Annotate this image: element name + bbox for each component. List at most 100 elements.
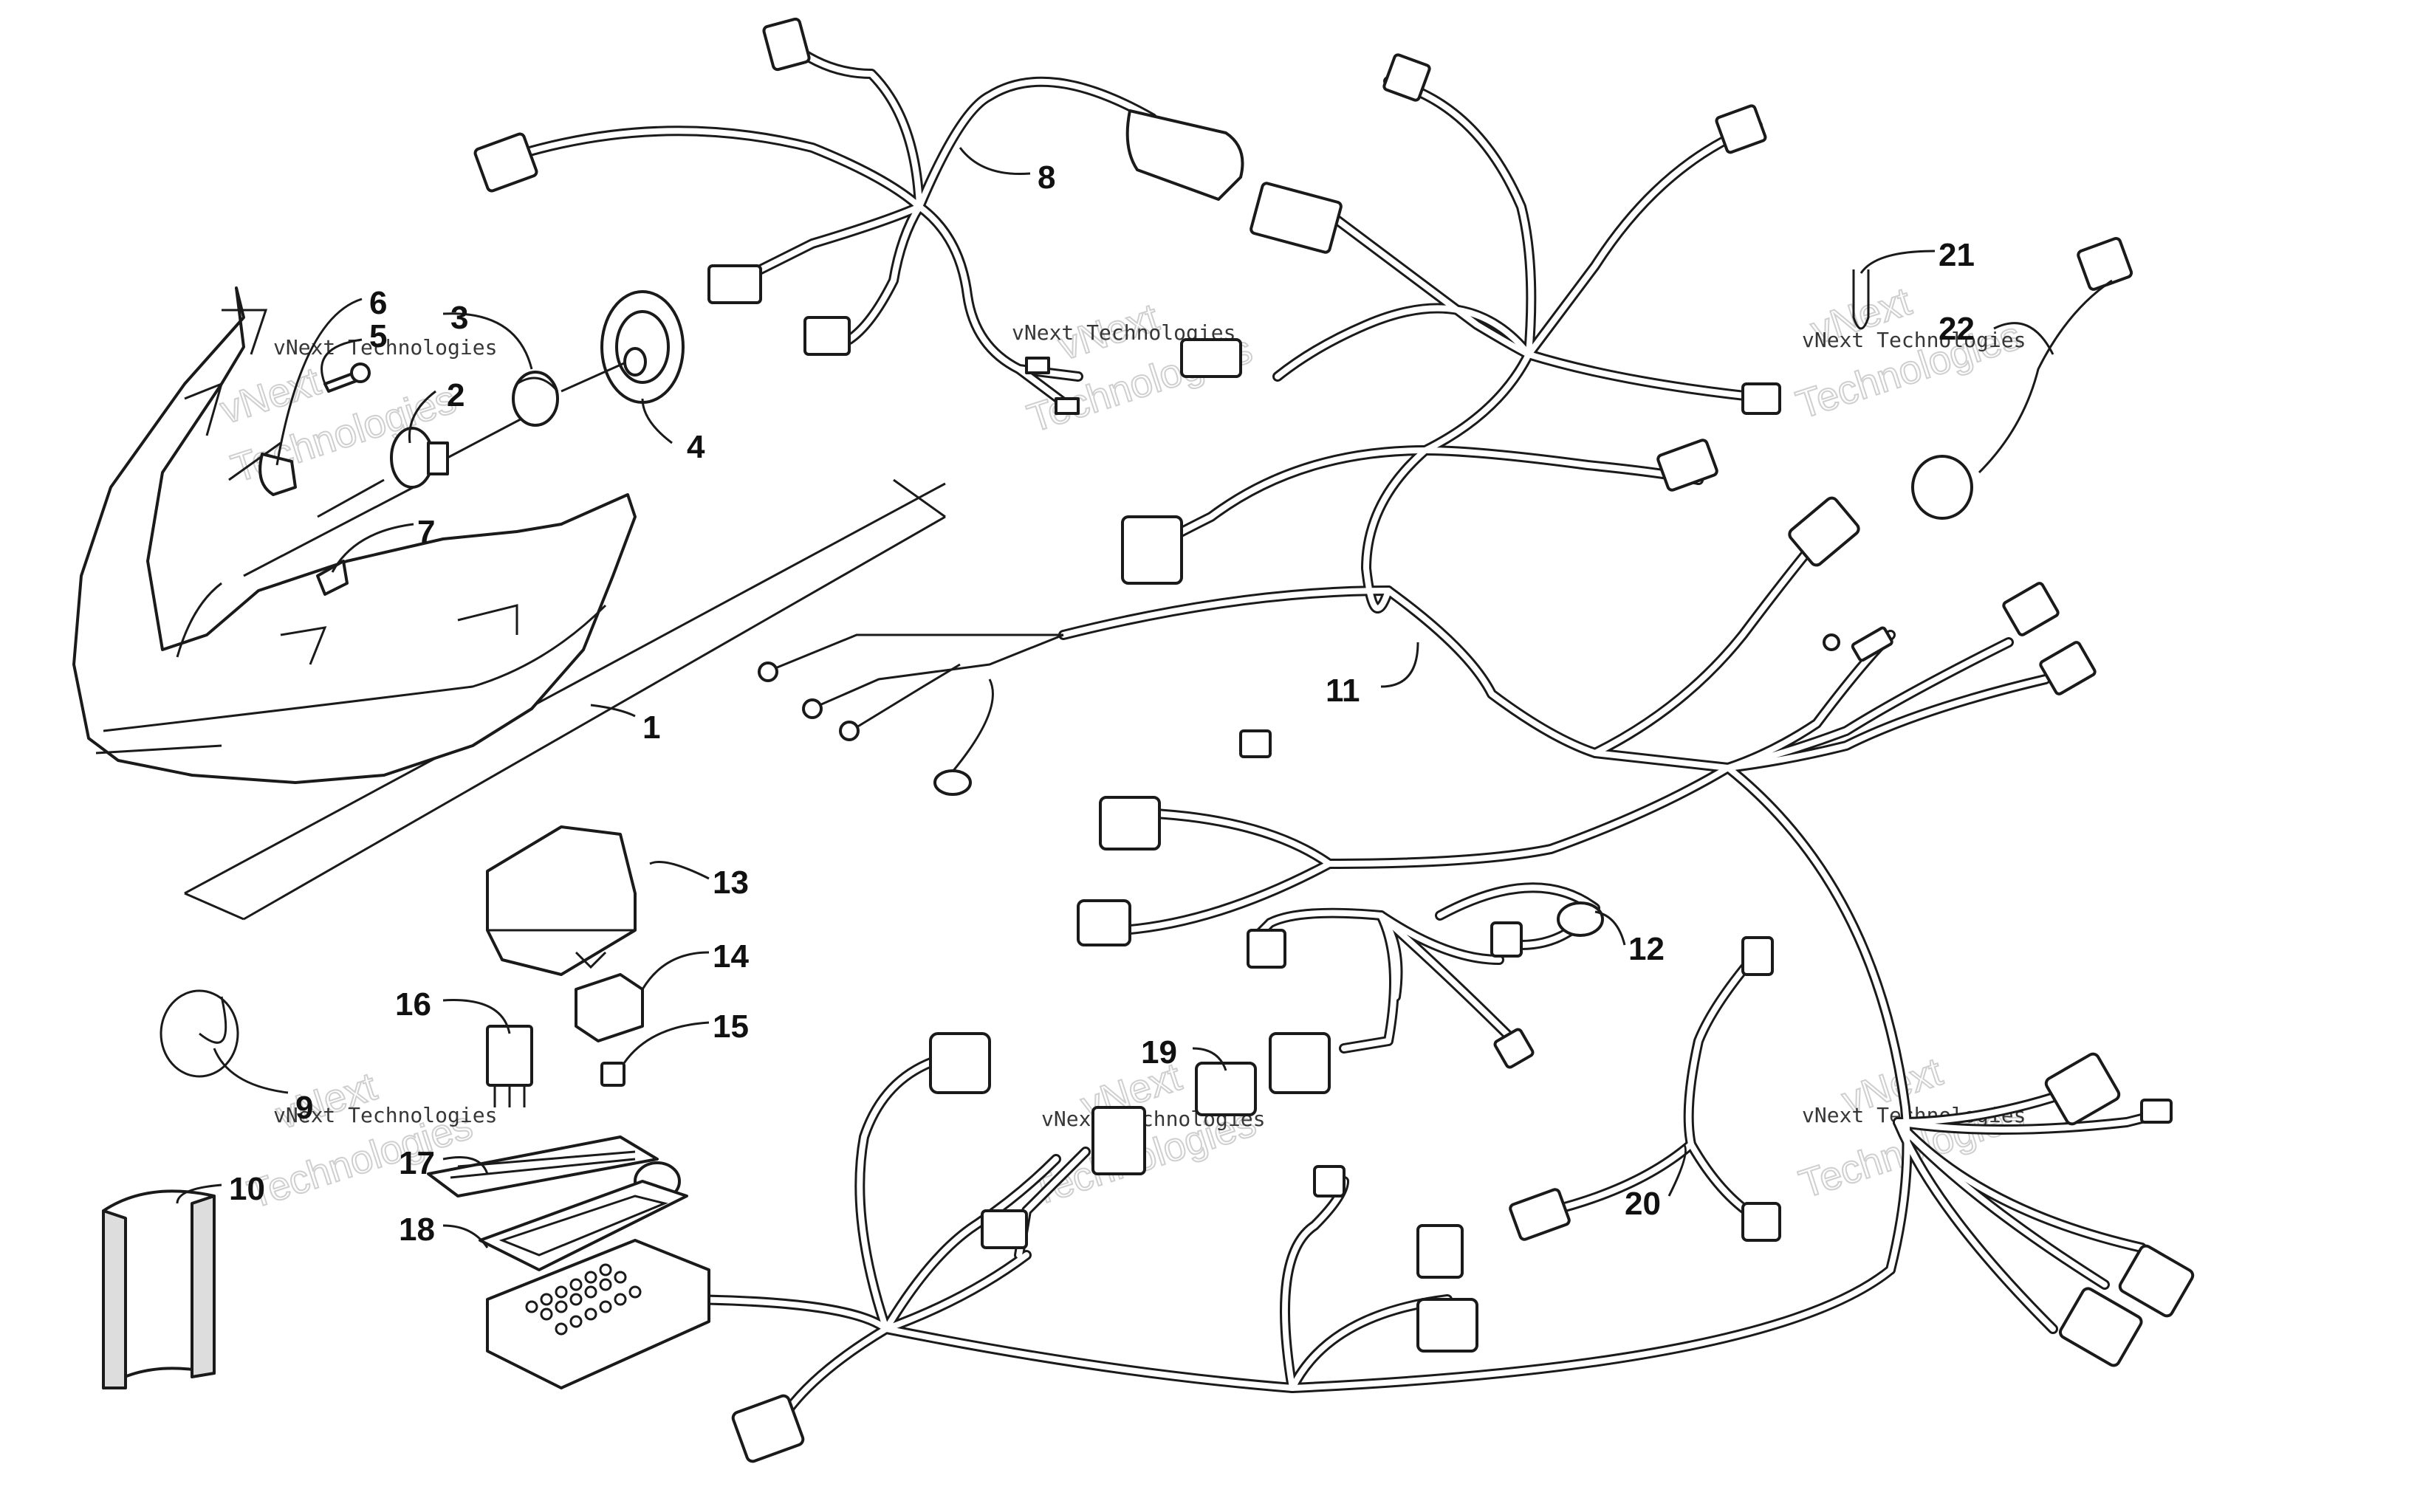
watermark-text: vNext Technologies	[1802, 328, 2026, 352]
connector	[1239, 729, 1272, 758]
wire-segment-core	[1725, 765, 1910, 1273]
part-5-screw	[323, 362, 371, 393]
callout-14: 14	[713, 938, 749, 975]
callout-12: 12	[1628, 931, 1665, 967]
part-2-bulb	[317, 412, 532, 518]
headlight-bracket	[184, 382, 224, 436]
connector	[2044, 1052, 2121, 1126]
callout-21: 21	[1939, 237, 1975, 273]
part-9-cable-strap	[160, 989, 239, 1078]
connector-multi	[929, 1032, 991, 1094]
leaders	[176, 147, 2054, 1248]
callout-20: 20	[1625, 1186, 1661, 1222]
ring-wire	[819, 633, 1064, 707]
wire-segment	[1287, 1265, 1896, 1393]
ring-terminal	[1823, 633, 1840, 651]
connector	[707, 264, 762, 304]
headlight-axis-line	[243, 486, 414, 577]
wire-segment-core	[1326, 765, 1731, 867]
wire-segment-core	[1895, 1119, 2056, 1332]
callout-10: 10	[229, 1171, 265, 1207]
connector	[1741, 382, 1781, 415]
ring-wire	[856, 663, 961, 729]
wire-segment-core	[514, 128, 922, 210]
wire-segment-core	[1267, 910, 1384, 926]
connector	[1416, 1224, 1464, 1279]
connector	[731, 1394, 805, 1463]
part-16-micro-relay	[486, 1025, 533, 1107]
connector-small	[2140, 1099, 2173, 1124]
callout-16: 16	[395, 986, 431, 1023]
callout-4: 4	[687, 429, 705, 465]
wire-segment	[1590, 526, 1829, 758]
connector-part-12	[1557, 901, 1604, 937]
ring-terminal	[839, 721, 860, 741]
callout-7: 7	[417, 514, 435, 550]
wire-segment	[1058, 585, 1394, 640]
callout-22: 22	[1939, 311, 1975, 347]
wire-segment-core	[846, 204, 922, 343]
callout-15: 15	[713, 1008, 749, 1045]
callouts: 6 5 3 2 4 7 1 8 11 12 13 14 15 16 17 18 …	[229, 159, 1975, 1248]
wire-segment-core	[1592, 529, 1827, 756]
part-15-fuse	[600, 1062, 625, 1087]
ring-wire	[951, 678, 994, 772]
wire-segment-core	[1725, 676, 2049, 771]
watermark-text: vNext Technologies	[273, 335, 497, 360]
wire-segment-core	[1120, 861, 1332, 933]
wire-22	[1978, 279, 2113, 474]
wire-segment-core	[750, 204, 922, 276]
wire-segment-core	[1378, 913, 1502, 963]
connector	[1077, 899, 1131, 946]
callout-17: 17	[399, 1145, 435, 1181]
wire-segment-core	[1363, 447, 1428, 611]
connector	[1180, 338, 1242, 378]
callout-5: 5	[369, 318, 387, 354]
connector	[1313, 1165, 1346, 1197]
ring-terminal	[802, 698, 823, 719]
connector	[1493, 1028, 1535, 1069]
wire-segment-core	[916, 204, 1081, 379]
connector	[2118, 1244, 2195, 1318]
wire-segment-core	[1016, 366, 1066, 405]
ring-terminal	[933, 769, 972, 796]
connector	[762, 17, 811, 72]
connector	[1715, 104, 1767, 154]
wire-segment-core	[1685, 949, 1761, 1147]
wire-cores	[514, 41, 2159, 1450]
connector	[1247, 929, 1286, 969]
headlight-housing	[72, 286, 637, 784]
connector-part-12	[1490, 921, 1523, 958]
connector-small	[1055, 397, 1080, 415]
connector	[1741, 936, 1774, 976]
wire-segment-core	[1895, 1090, 2071, 1125]
connector	[981, 1209, 1028, 1249]
callout-2: 2	[447, 377, 465, 413]
wire-segment-core	[1526, 351, 1775, 402]
headlight-lip	[95, 744, 222, 755]
connector	[1788, 496, 1860, 567]
wire-segment-core	[1378, 913, 1524, 1051]
fuse-relay-parts	[102, 825, 710, 1389]
wire-segment	[1361, 445, 1430, 614]
wire-segment-core	[1895, 1112, 2159, 1133]
connector	[1509, 1188, 1571, 1241]
wire-segment-core	[1341, 913, 1397, 1051]
wire-segment	[1546, 1139, 1696, 1216]
part-10-wrap-sleeve	[102, 1189, 216, 1389]
connector	[1656, 439, 1718, 492]
wire-outlines	[512, 39, 2162, 1452]
wire-segment-core	[1895, 1119, 2108, 1288]
connector-round	[1911, 455, 1973, 520]
group-frame-line	[184, 892, 244, 921]
callout-8: 8	[1038, 159, 1055, 196]
part-4-rubber-cap	[561, 290, 685, 404]
connector-main-plug	[1125, 109, 1244, 201]
fuse-box-base	[486, 1239, 710, 1389]
wire-segment-core	[857, 1053, 956, 1332]
wire-segment	[785, 39, 925, 212]
headlight-mount	[280, 626, 327, 665]
connector-multi	[1121, 515, 1183, 585]
connector-multi	[1091, 1106, 1146, 1175]
part-14-relay	[575, 973, 644, 1042]
